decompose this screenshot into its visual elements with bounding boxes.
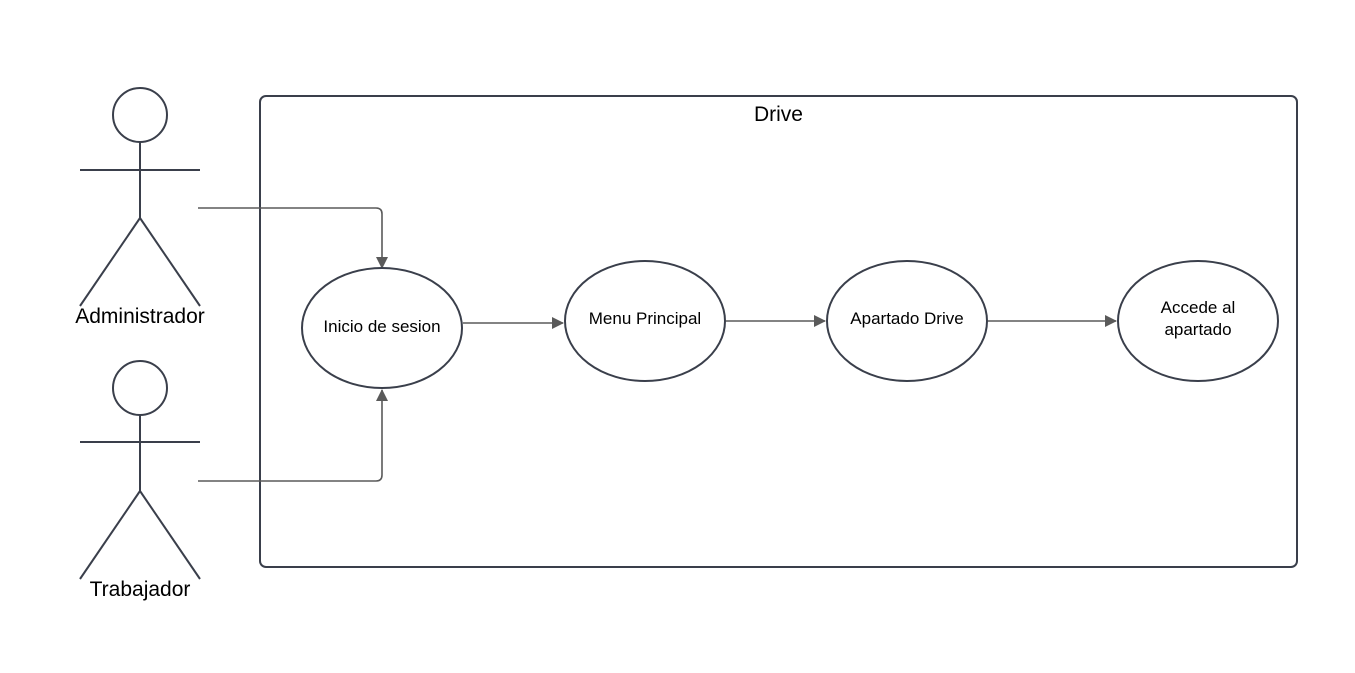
- usecase-inicio-de-sesion: Inicio de sesion: [301, 267, 463, 389]
- actor-trabajador-left-leg: [79, 490, 141, 580]
- actor-administrador-label: Administrador: [75, 305, 205, 328]
- actor-administrador: Administrador: [75, 87, 205, 328]
- usecase-inicio-de-sesion-label: Inicio de sesion: [323, 317, 440, 336]
- usecase-apartado-drive-label: Apartado Drive: [850, 309, 963, 328]
- connector-trabajador-to-login: [198, 389, 388, 482]
- usecase-accede-al-apartado-label-line2: apartado: [1164, 320, 1231, 339]
- actor-trabajador-right-leg: [139, 490, 201, 580]
- system-title: Drive: [754, 103, 803, 126]
- usecase-accede-al-apartado-ellipse: [1117, 260, 1279, 382]
- usecase-accede-al-apartado-label-line1: Accede al: [1161, 298, 1236, 317]
- usecase-menu-principal: Menu Principal: [564, 260, 726, 382]
- connector-administrador-to-login: [198, 207, 388, 269]
- actor-administrador-right-leg: [139, 217, 201, 307]
- actor-trabajador-head: [112, 360, 168, 416]
- system-boundary: Drive: [259, 95, 1298, 568]
- usecase-inicio-de-sesion-ellipse: [301, 267, 463, 389]
- actor-trabajador: Trabajador: [79, 360, 201, 601]
- usecase-apartado-drive: Apartado Drive: [826, 260, 988, 382]
- usecase-menu-principal-ellipse: [564, 260, 726, 382]
- actor-trabajador-label: Trabajador: [90, 578, 191, 601]
- usecase-menu-principal-label: Menu Principal: [589, 309, 701, 328]
- usecase-accede-al-apartado: Accede al apartado: [1117, 260, 1279, 382]
- actor-administrador-head: [112, 87, 168, 143]
- usecase-apartado-drive-ellipse: [826, 260, 988, 382]
- actor-administrador-left-leg: [79, 217, 141, 307]
- system-boundary-frame: [259, 95, 1298, 568]
